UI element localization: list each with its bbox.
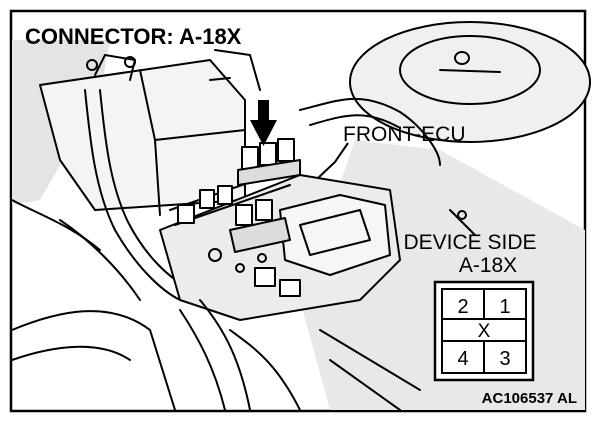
pin-4-cell — [441, 340, 485, 374]
pin-4-label: 4 — [457, 348, 468, 370]
connector-title: CONNECTOR: A-18X — [25, 24, 242, 49]
pin-2-label: 2 — [457, 296, 468, 318]
device-side-connector-id: A-18X — [459, 254, 517, 277]
down-arrow-icon — [250, 100, 277, 146]
pin-3-cell — [483, 340, 527, 374]
pin-1-label: 1 — [499, 296, 510, 318]
front-ecu-leader-line — [317, 142, 349, 179]
device-side-label: DEVICE SIDE — [403, 231, 536, 254]
engine-bay-drawing — [11, 21, 591, 411]
connector-pin-diagram: 2 1 X 4 3 — [433, 280, 535, 382]
pin-3-label: 3 — [499, 348, 510, 370]
key-mark-label: X — [478, 321, 491, 342]
pin-2-cell — [441, 288, 485, 320]
figure-code: AC106537 AL — [482, 390, 577, 407]
front-ecu-label: FRONT-ECU — [343, 123, 466, 146]
